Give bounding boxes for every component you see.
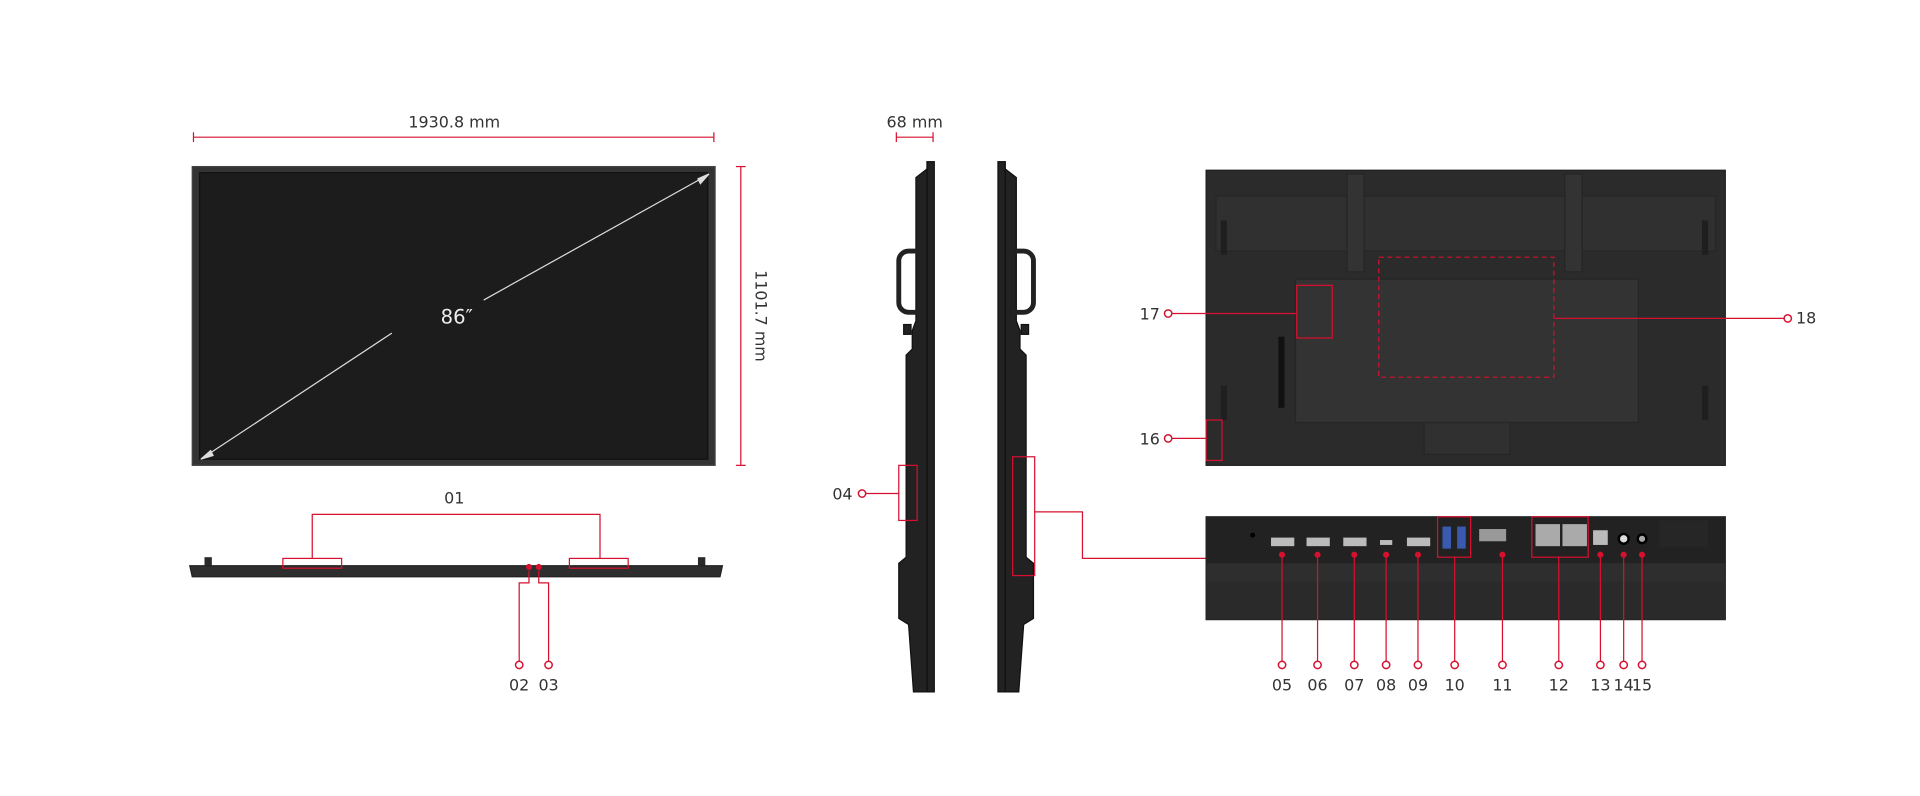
- callout-ring: [1413, 660, 1423, 670]
- callout-11: 11: [1492, 676, 1512, 695]
- width-dimension-line: [192, 132, 715, 143]
- port-spdif: [1593, 530, 1608, 545]
- rear-ports-box: [1205, 419, 1223, 462]
- callout-dot: [1499, 551, 1506, 558]
- callout-06: 06: [1307, 676, 1327, 695]
- callout-dot: [1414, 551, 1422, 558]
- callout-15: 15: [1632, 676, 1652, 695]
- port-audio: [1636, 533, 1648, 545]
- front-view: 1930.8 mm 86″ 1101.7 mm: [191, 112, 771, 466]
- height-label: 1101.7 mm: [752, 270, 771, 362]
- left-side-profile: [896, 161, 935, 693]
- callout-01: 01: [444, 488, 464, 507]
- diagonal-arrow: [200, 173, 710, 460]
- port-usb-a: [1457, 526, 1466, 549]
- callout-dot: [1351, 551, 1358, 558]
- callout-08: 08: [1376, 676, 1396, 695]
- depth-label: 68 mm: [887, 112, 943, 131]
- port-panel: [1205, 516, 1726, 621]
- callout-03: 03: [538, 676, 558, 695]
- speaker-box-right: [568, 557, 629, 569]
- callout-ring: [1349, 660, 1359, 670]
- width-label: 1930.8 mm: [408, 112, 500, 131]
- port-usb-a: [1442, 526, 1452, 549]
- port-rj45: [1535, 524, 1560, 547]
- callout-07: 07: [1344, 676, 1364, 695]
- callout-ring: [1450, 660, 1460, 670]
- callout-12: 12: [1549, 676, 1569, 695]
- callout-ring: [1619, 660, 1629, 670]
- callout-dot: [1278, 551, 1286, 558]
- right-side-profile: [997, 161, 1036, 693]
- callout-ring: [1313, 660, 1322, 670]
- port-rj45: [1562, 524, 1587, 547]
- callout-dot: [1383, 551, 1390, 558]
- callout-ring: [1498, 660, 1507, 670]
- depth-dimension-line: [895, 132, 934, 143]
- callout-ring: [1637, 660, 1647, 670]
- callout-13: 13: [1590, 676, 1610, 695]
- bottom-view: 01 02 03: [189, 488, 724, 695]
- callout-05: 05: [1272, 676, 1292, 695]
- callout-02: 02: [509, 676, 529, 695]
- side-ports-box: [1012, 456, 1036, 577]
- port-usb-c: [1380, 540, 1393, 545]
- port-hdmi: [1271, 537, 1431, 547]
- port-audio: [1617, 532, 1630, 545]
- display-screen: [198, 172, 709, 460]
- callout-ring: [1277, 660, 1287, 670]
- callout-ring: [1381, 660, 1391, 670]
- callout-09: 09: [1408, 676, 1428, 695]
- callout-14: 14: [1614, 676, 1634, 695]
- callout-16: 16: [1140, 430, 1160, 449]
- callout-18: 18: [1796, 308, 1816, 327]
- callout-ring: [1554, 660, 1564, 670]
- callout-ring: [1596, 660, 1605, 670]
- callout-dot: [1638, 551, 1646, 558]
- callout-17: 17: [1140, 305, 1160, 324]
- vesa-mount-area: [1378, 256, 1555, 378]
- height-dimension-line: [735, 165, 746, 466]
- ops-slot-box: [1296, 284, 1333, 339]
- callout-10: 10: [1445, 676, 1465, 695]
- side-views: 68 mm 04: [832, 112, 1207, 693]
- port-lock: [1479, 529, 1507, 542]
- callout-04: 04: [832, 485, 852, 504]
- diagonal-size-label: 86″: [441, 305, 473, 328]
- callout-dot: [1620, 551, 1627, 558]
- callout-dot: [1597, 551, 1604, 558]
- vent-grille: [1659, 520, 1709, 548]
- callout-dot: [1314, 551, 1321, 558]
- back-view: 17 18 16: [1140, 169, 1816, 466]
